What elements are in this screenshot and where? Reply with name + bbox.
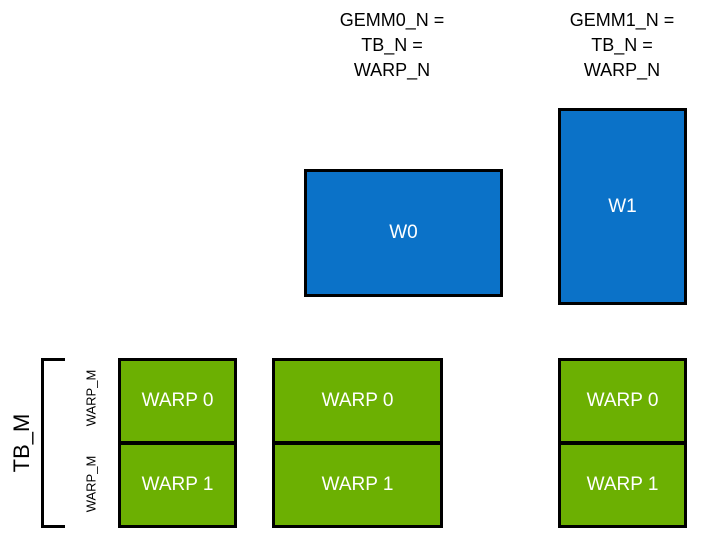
- warp-column-1: WARP 0 WARP 1: [272, 358, 443, 528]
- warp-tile-w0: W0: [304, 169, 503, 297]
- tb-m-bracket: [41, 358, 65, 528]
- warp-tile-w1-label: W1: [608, 195, 637, 217]
- warp-cell: WARP 1: [121, 445, 234, 525]
- warp-tile-w0-label: W0: [389, 222, 418, 243]
- warp-cell: WARP 1: [561, 445, 684, 525]
- warp-column-2: WARP 0 WARP 1: [558, 358, 687, 528]
- warp-cell-label: WARP 1: [321, 474, 394, 495]
- warp-cell: WARP 1: [275, 445, 440, 525]
- axis-label-tb-m: TB_M: [9, 413, 34, 473]
- warp-cell-label: WARP 0: [321, 390, 394, 411]
- column-header-gemm0: GEMM0_N = TB_N = WARP_N: [339, 10, 445, 80]
- warp-tile-w1: W1: [558, 108, 687, 305]
- warp-cell-label: WARP 1: [141, 474, 214, 495]
- axis-label-warp-m-bottom: WARP_M: [83, 455, 99, 513]
- warp-cell: WARP 0: [561, 361, 684, 445]
- axis-label-warp-m-top: WARP_M: [83, 369, 99, 427]
- warp-cell-label: WARP 0: [586, 390, 659, 411]
- warp-column-0: WARP 0 WARP 1: [118, 358, 237, 528]
- warp-cell-label: WARP 0: [141, 390, 214, 411]
- column-header-gemm1: GEMM1_N = TB_N = WARP_N: [569, 10, 675, 80]
- warp-cell: WARP 0: [121, 361, 234, 445]
- warp-cell: WARP 0: [275, 361, 440, 445]
- warp-cell-label: WARP 1: [586, 474, 659, 495]
